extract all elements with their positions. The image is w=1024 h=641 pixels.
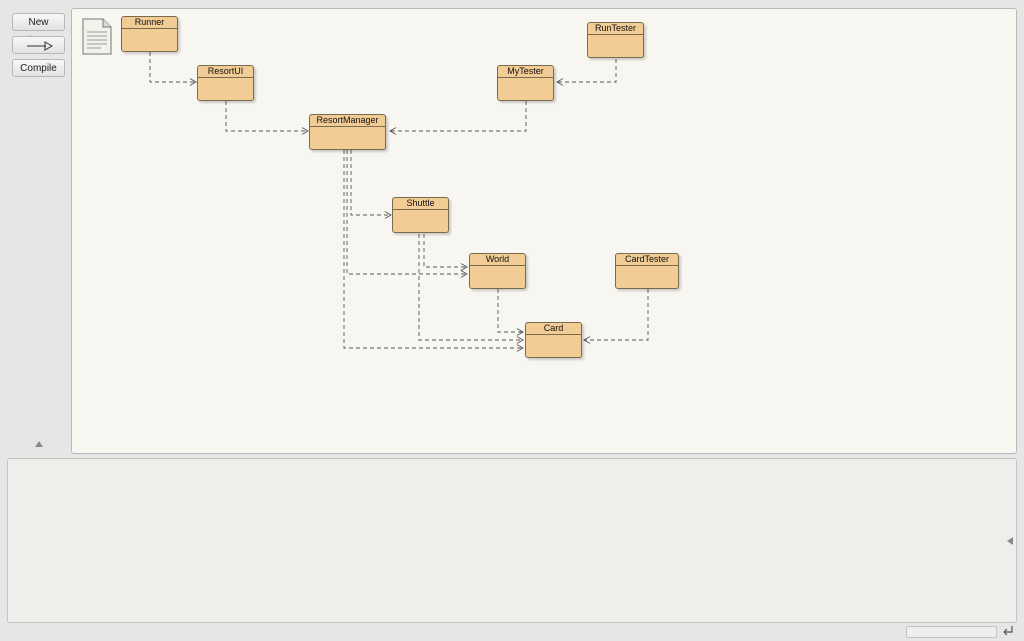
inheritance-arrow-icon [26,41,53,51]
class-name: ResortUI [198,66,253,78]
dependency-arrows [149,52,649,455]
class-name: World [470,254,525,266]
return-arrow-icon[interactable] [1001,625,1015,637]
class-card[interactable]: Card [525,322,582,358]
new-inheritance-arrow-button[interactable] [12,36,65,54]
document-icon[interactable] [81,18,113,56]
class-cardtester[interactable]: CardTester [615,253,679,289]
class-diagram-canvas[interactable]: Runner ResortUI MyTester RunTester Resor… [71,8,1017,454]
class-name: Card [526,323,581,335]
class-resortui[interactable]: ResortUI [197,65,254,101]
triangle-up-icon[interactable] [34,440,44,448]
status-indicator [906,626,997,638]
class-shuttle[interactable]: Shuttle [392,197,449,233]
class-runner[interactable]: Runner [121,16,178,52]
class-name: Runner [122,17,177,29]
class-name: CardTester [616,254,678,266]
output-pane[interactable] [7,458,1017,623]
class-name: RunTester [588,23,643,35]
class-resortmanager[interactable]: ResortManager [309,114,386,150]
class-mytester[interactable]: MyTester [497,65,554,101]
class-runtester[interactable]: RunTester [587,22,644,58]
new-class-button[interactable]: New Class... [12,13,65,46]
class-name: Shuttle [393,198,448,210]
triangle-left-icon[interactable] [1006,536,1014,546]
class-world[interactable]: World [469,253,526,289]
compile-button[interactable]: Compile [12,59,65,77]
class-name: MyTester [498,66,553,78]
class-name: ResortManager [310,115,385,127]
